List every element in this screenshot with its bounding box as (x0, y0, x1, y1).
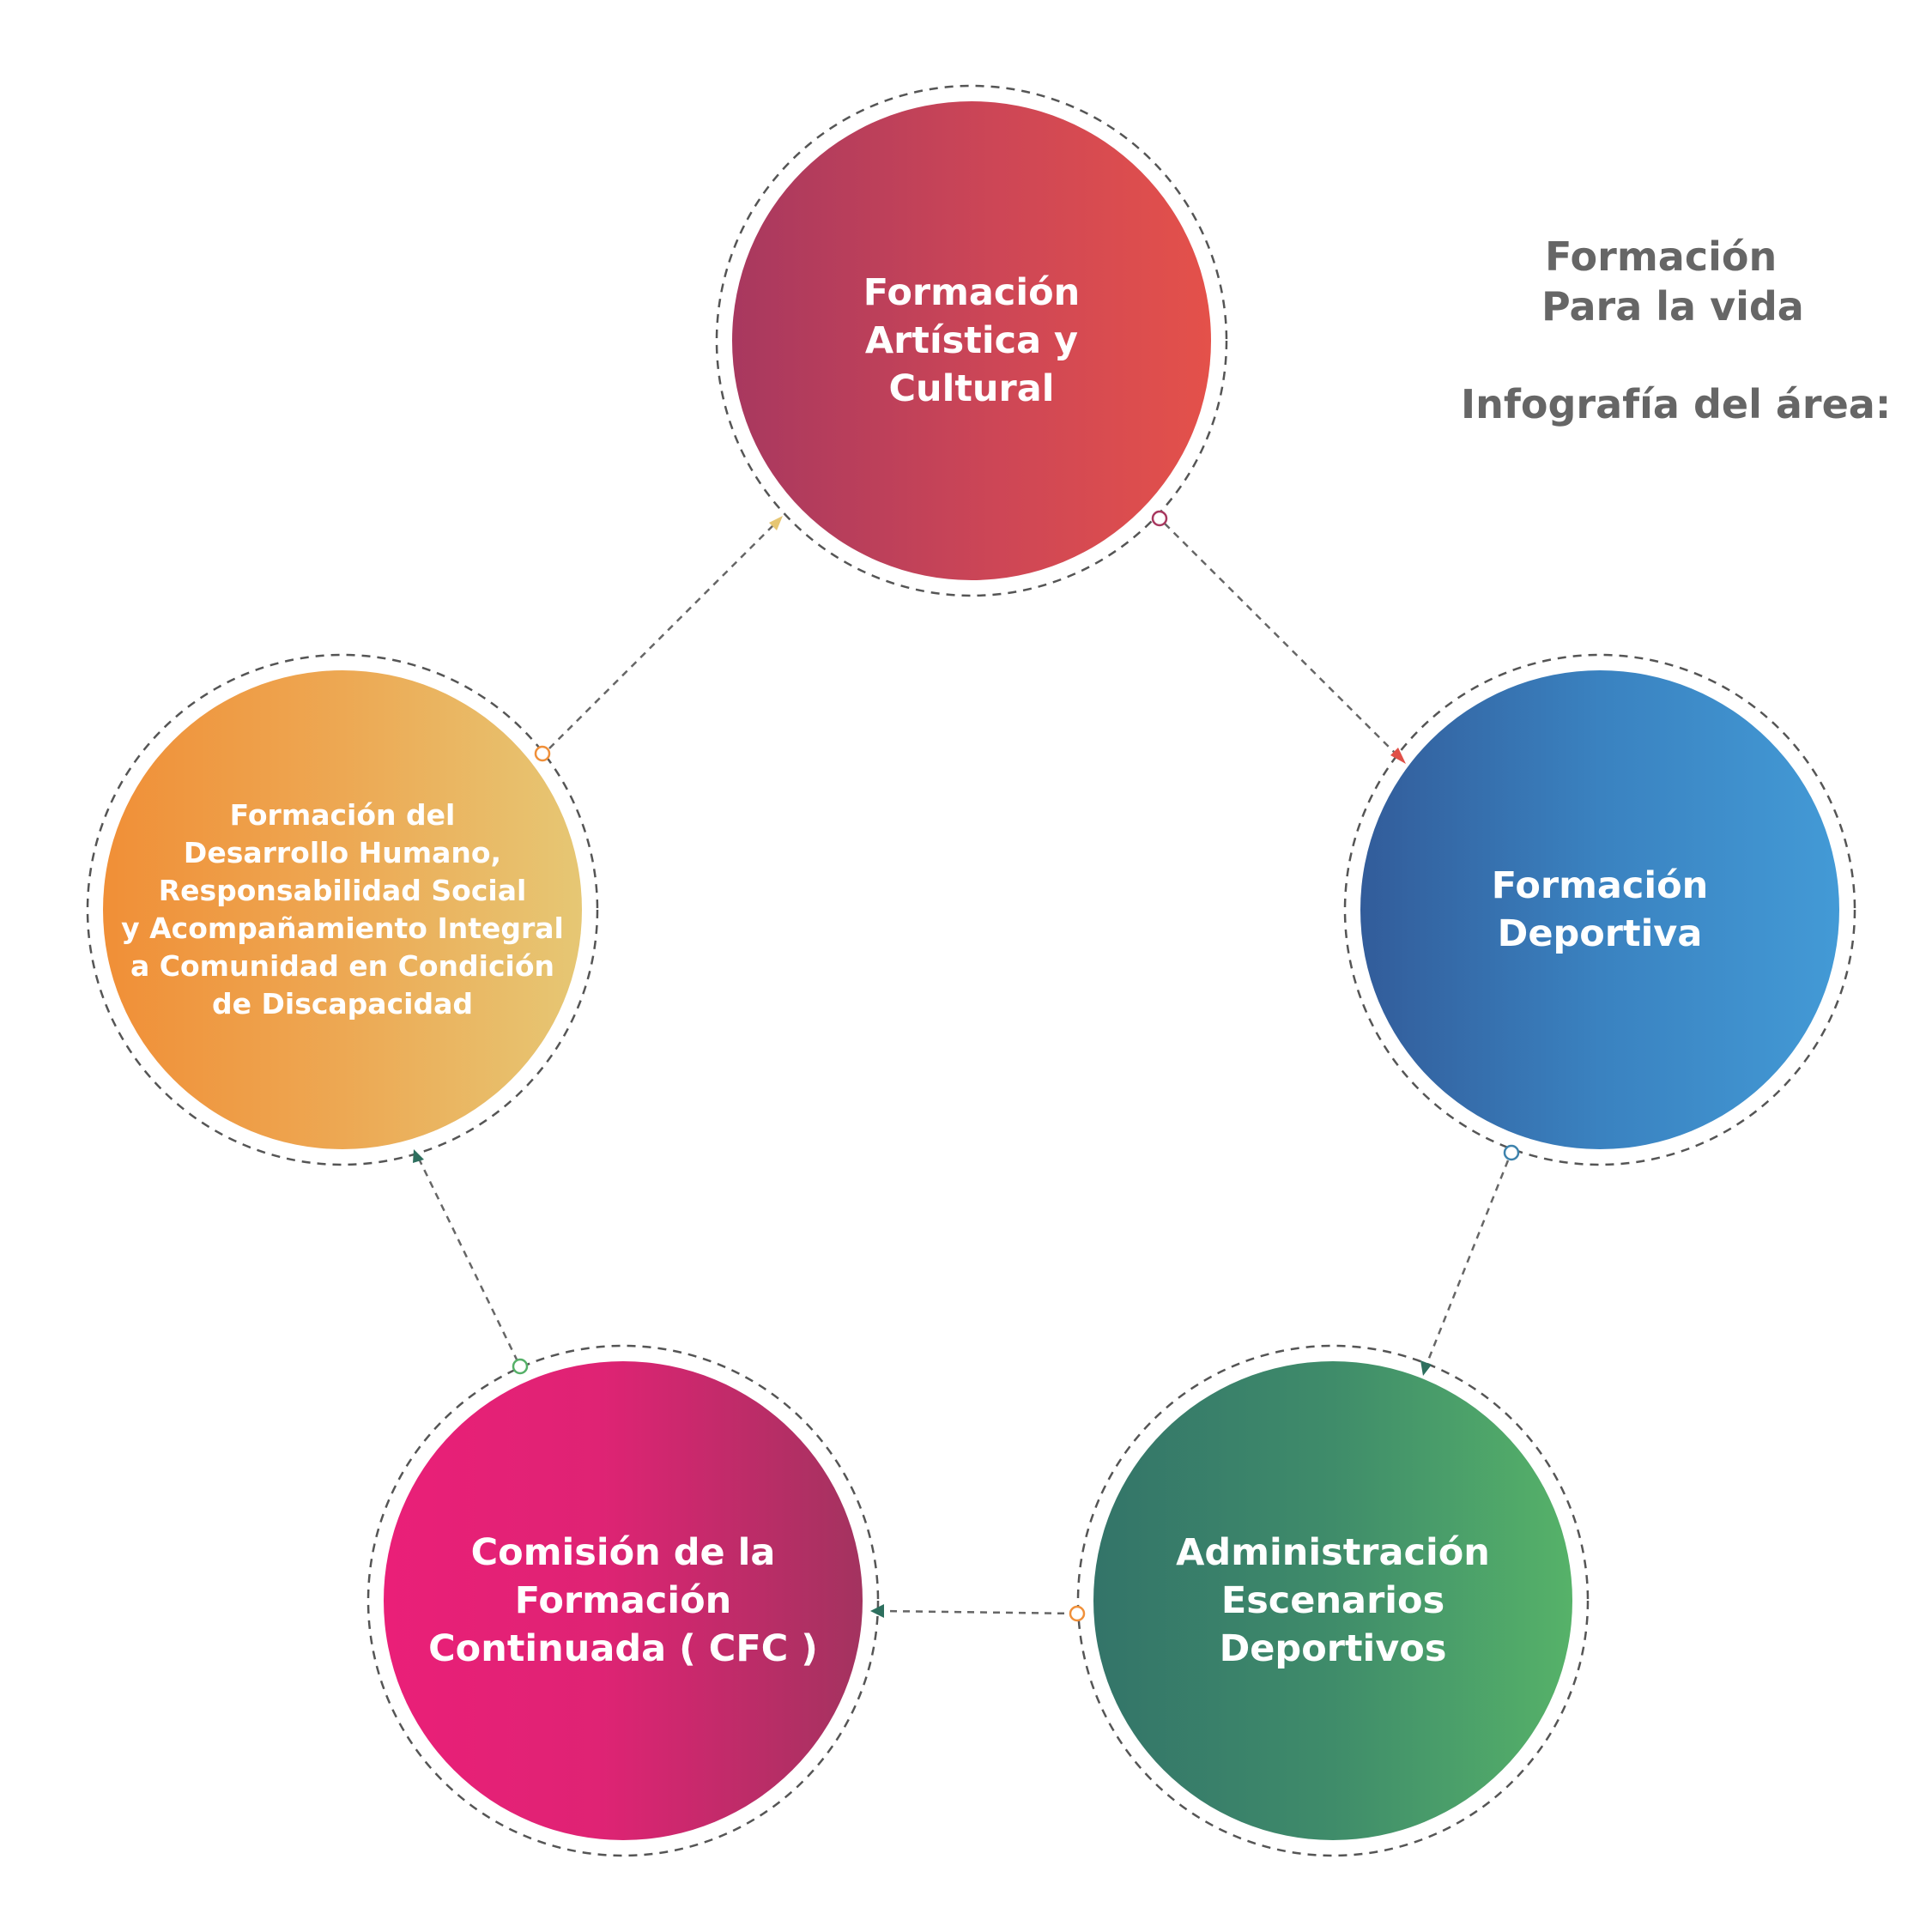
connector-cfc-desarrollo (417, 1158, 519, 1362)
label-cfc-line1: Comisión de la (470, 1531, 776, 1574)
label-desarrollo-line1: Formación del (229, 798, 456, 832)
header-line3: Infografía del área: (1461, 381, 1892, 427)
ring-cfc (366, 1344, 880, 1857)
arrowhead-cfc (870, 1604, 884, 1618)
ring-deportiva (1343, 653, 1856, 1166)
label-deportiva-line1: Formación (1491, 864, 1709, 907)
marker-start-deportiva (1503, 1144, 1520, 1161)
label-escenarios-line1: Administración (1176, 1531, 1490, 1574)
label-deportiva-line2: Deportiva (1497, 912, 1703, 955)
marker-start-escenarios (1069, 1605, 1086, 1622)
label-cfc-line2: Formación (514, 1579, 732, 1622)
label-desarrollo-line6: de Discapacidad (212, 987, 473, 1021)
connector-desarrollo-artistica (548, 523, 776, 749)
marker-start-artistica (1151, 510, 1168, 527)
label-desarrollo-line5: a Comunidad en Condición (130, 949, 555, 983)
circle-cfc (384, 1361, 863, 1840)
label-desarrollo-line3: Responsabilidad Social (158, 874, 527, 907)
header-line2: Para la vida (1541, 283, 1804, 330)
header-line1: Formación (1545, 233, 1778, 280)
label-artistica-line2: Artística y (864, 319, 1079, 362)
marker-start-desarrollo (534, 745, 551, 762)
label-desarrollo-line2: Desarrollo Humano, (183, 836, 502, 869)
connector-deportiva-escenarios (1425, 1160, 1510, 1366)
label-escenarios: Administración Escenarios Deportivos (1127, 1412, 1539, 1790)
label-artistica-line3: Cultural (888, 367, 1055, 410)
label-artistica-line1: Formación (863, 271, 1081, 314)
label-artistica: Formación Artística y Cultural (783, 152, 1160, 530)
circle-deportiva (1360, 670, 1839, 1149)
label-desarrollo-line4: y Acompañamiento Integral (121, 911, 564, 945)
label-escenarios-line3: Deportivos (1219, 1627, 1447, 1670)
label-cfc-line3: Continuada ( CFC ) (428, 1627, 818, 1670)
ring-escenarios (1076, 1344, 1590, 1857)
circle-artistica (732, 101, 1211, 580)
label-cfc: Comisión de la Formación Continuada ( CF… (417, 1412, 829, 1790)
arrowhead-desarrollo (413, 1149, 424, 1163)
circle-escenarios (1093, 1361, 1572, 1840)
label-desarrollo: Formación del Desarrollo Humano, Respons… (111, 721, 574, 1099)
arrowhead-deportiva (1390, 748, 1406, 764)
connector-escenarios-cfc (881, 1609, 1078, 1615)
ring-desarrollo (86, 653, 599, 1166)
label-deportiva: Formación Deportiva (1411, 721, 1789, 1099)
circle-desarrollo (103, 670, 582, 1149)
connector-artistica-deportiva (1164, 523, 1396, 754)
marker-start-cfc (512, 1358, 529, 1375)
arrowhead-artistica (769, 516, 783, 530)
arrowhead-escenarios (1420, 1360, 1432, 1376)
ring-artistica (715, 84, 1228, 597)
label-escenarios-line2: Escenarios (1220, 1579, 1445, 1622)
